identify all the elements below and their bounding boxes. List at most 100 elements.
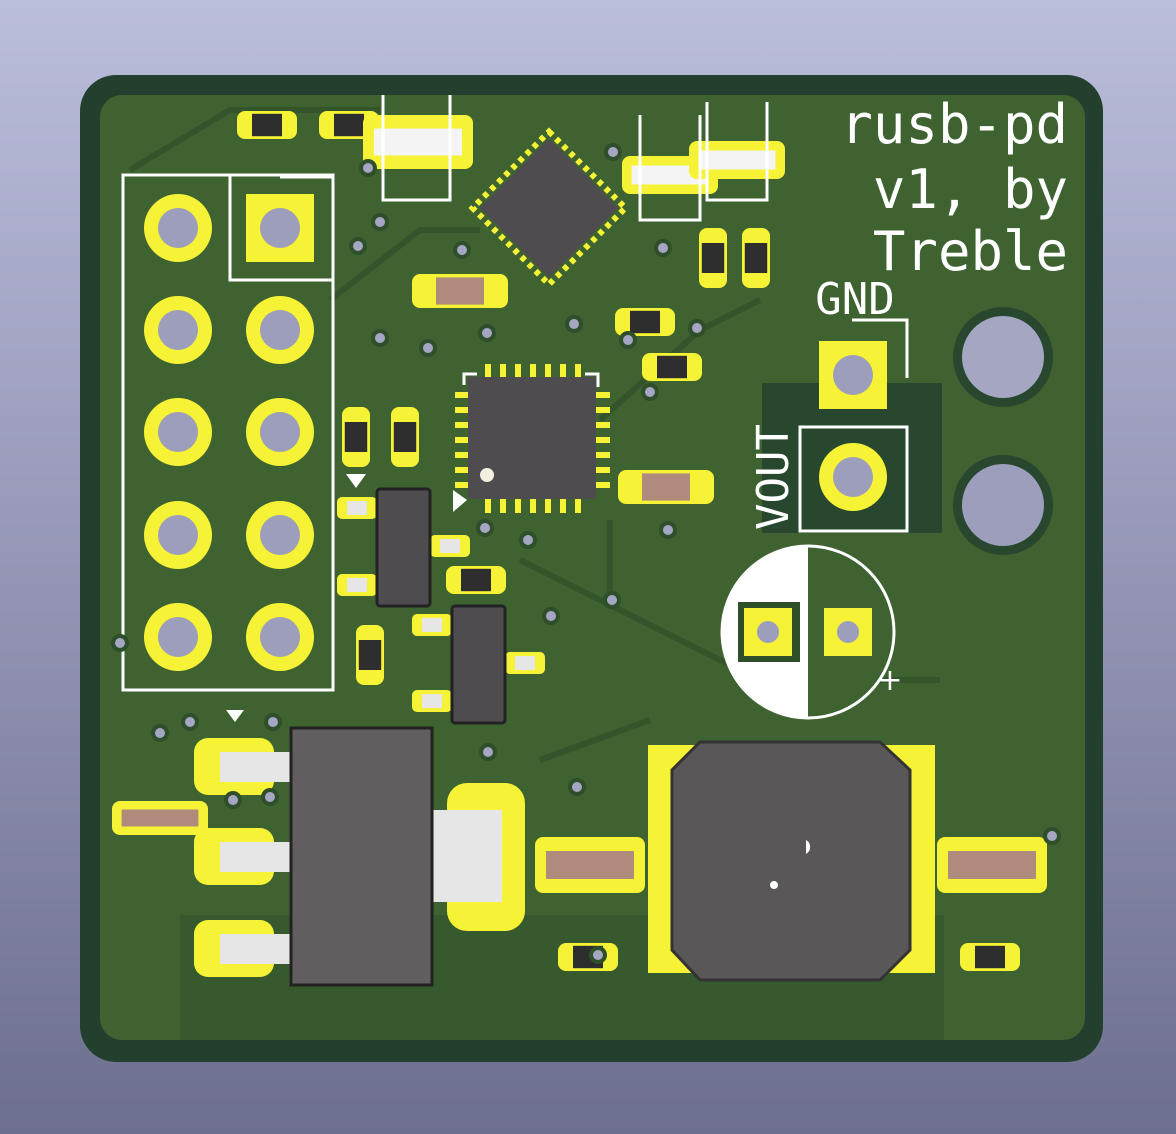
qfn-pin: [596, 452, 610, 458]
via-drill: [623, 335, 633, 345]
via-drill: [363, 163, 373, 173]
qfn-pin: [545, 499, 551, 513]
sot-body: [375, 487, 432, 608]
electrolytic-capacitor: +: [720, 544, 903, 720]
qfn-pin: [455, 467, 469, 473]
smd-body: [252, 113, 282, 137]
capacitor: [558, 943, 618, 971]
qfn-pin: [530, 499, 536, 513]
hole-drill: [833, 355, 873, 395]
smd-body: [393, 422, 417, 452]
vout-outline: [798, 425, 909, 533]
qfn-pin: [596, 467, 610, 473]
capacitor: [363, 115, 473, 169]
smd-body: [698, 150, 776, 170]
hole-drill: [158, 412, 198, 452]
qfn-pin: [596, 422, 610, 428]
via-drill: [482, 328, 492, 338]
resistor: [535, 837, 645, 893]
resistor: [412, 274, 508, 308]
qfn-pin: [455, 482, 469, 488]
via-drill: [663, 525, 673, 535]
qfn-pin: [596, 437, 610, 443]
sot-lead: [440, 539, 460, 553]
via-drill: [658, 243, 668, 253]
via-drill: [483, 747, 493, 757]
capacitor: [342, 407, 370, 467]
qfn-pin: [455, 392, 469, 398]
qfn-pin: [530, 364, 536, 378]
qfn-pin: [500, 499, 506, 513]
header-outline: [121, 173, 335, 692]
capacitor: [237, 111, 297, 139]
smd-body: [121, 809, 199, 827]
smd-body: [358, 640, 382, 670]
sot-lead: [515, 656, 535, 670]
polarity-mark: +: [877, 663, 902, 698]
qfn-pin: [545, 364, 551, 378]
via-drill: [228, 795, 238, 805]
hole-drill: [260, 208, 300, 248]
hole-drill: [962, 316, 1044, 398]
smd-body: [546, 851, 634, 879]
hole-drill: [833, 457, 873, 497]
via-drill: [457, 245, 467, 255]
via-drill: [572, 782, 582, 792]
smd-body: [701, 243, 725, 273]
silk-outline: [381, 95, 452, 202]
silk-marker: [852, 318, 909, 378]
smd-body: [642, 473, 690, 501]
hole-drill: [260, 515, 300, 555]
sot-lead: [422, 618, 442, 632]
capacitor: [356, 625, 384, 685]
title-line-2: v1, by: [873, 158, 1068, 221]
silk-line: [462, 372, 477, 385]
via-drill: [692, 323, 702, 333]
vout-label: VOUT: [748, 424, 799, 530]
title-line-3: Treble: [873, 220, 1068, 283]
qfn-pin: [500, 364, 506, 378]
smd-body: [461, 568, 491, 592]
via-drill: [265, 792, 275, 802]
via-drill: [155, 728, 165, 738]
qfn-pin: [515, 499, 521, 513]
resistor: [937, 837, 1047, 893]
smd-body: [630, 310, 660, 334]
silk-line: [585, 372, 600, 387]
qfn-pin: [515, 364, 521, 378]
via-drill: [608, 147, 618, 157]
hole-drill: [962, 464, 1044, 546]
qfn-pin: [575, 499, 581, 513]
hole-drill: [260, 310, 300, 350]
hole-drill: [158, 208, 198, 248]
via-drill: [423, 343, 433, 353]
capacitor: [699, 228, 727, 288]
smd-body: [744, 243, 768, 273]
via-drill: [353, 241, 363, 251]
sot-lead: [347, 578, 367, 592]
smd-body: [334, 113, 364, 137]
resistor: [112, 801, 208, 835]
silk-line: [280, 175, 335, 230]
qfn-pin: [596, 407, 610, 413]
qfn-pin: [455, 407, 469, 413]
hole-drill: [158, 515, 198, 555]
voltage-regulator-sot223: [194, 710, 525, 987]
qfn-pin: [455, 452, 469, 458]
qfn-pin: [485, 364, 491, 378]
smd-body: [657, 355, 687, 379]
qfn-pin: [575, 364, 581, 378]
capacitor: [615, 308, 675, 336]
via-drill: [480, 523, 490, 533]
silk-outline: [638, 115, 702, 222]
qfn-pin: [485, 499, 491, 513]
via-drill: [185, 717, 195, 727]
hole-drill: [158, 617, 198, 657]
via-drill: [546, 611, 556, 621]
title-line-1: rusb-pd: [840, 93, 1068, 156]
capacitor: [446, 566, 506, 594]
via-drill: [375, 333, 385, 343]
hole-drill: [260, 617, 300, 657]
capacitor: [960, 943, 1020, 971]
smd-body: [374, 128, 462, 156]
